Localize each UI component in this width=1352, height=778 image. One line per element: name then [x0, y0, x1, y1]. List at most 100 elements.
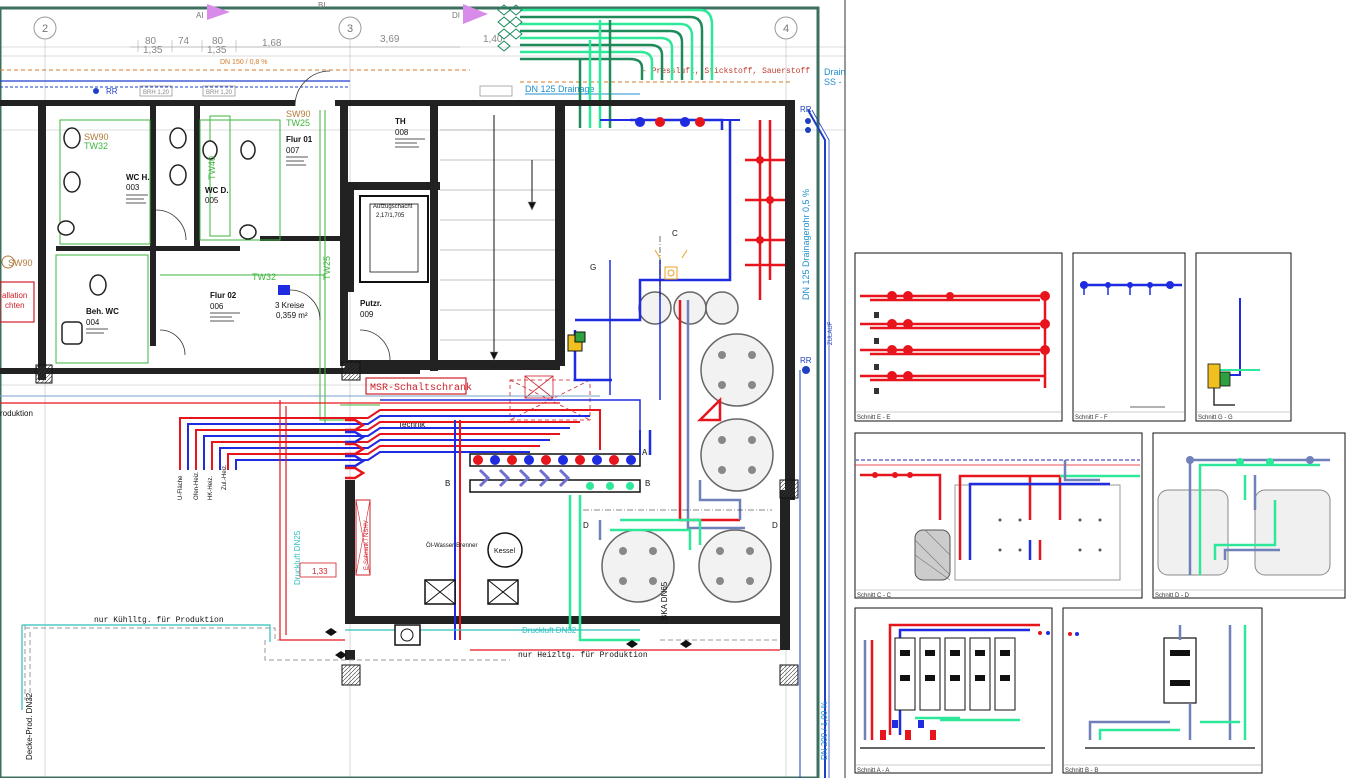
gases-label: - Pressluft, Stickstoff, Sauerstoff — [642, 67, 810, 76]
zulauf-label: ZULAUF — [828, 321, 834, 345]
room-wc-h-name: WC H. — [126, 173, 150, 182]
red-lines-bottom — [279, 400, 780, 651]
room-outlines — [55, 110, 345, 425]
dim-3: 74 — [178, 36, 190, 47]
manifold-icon — [278, 285, 290, 295]
room-th-name: TH — [395, 117, 406, 126]
section-d-left: D — [583, 521, 589, 530]
bottom-valves — [325, 628, 692, 659]
dim-2: 1,35 — [143, 45, 163, 56]
rr-right-1: RR — [800, 105, 812, 114]
section-a-title: Schnitt A - A — [857, 768, 889, 774]
pump-box — [394, 624, 421, 646]
room-putzr-name: Putzr. — [360, 299, 382, 308]
dn125-vertical-label: DN 125 Drainagerohr 0,5 % — [801, 189, 811, 300]
tw32-label-a: TW32 — [84, 141, 108, 151]
section-g-title: Schnitt G - G — [1198, 415, 1233, 421]
di-label: DI — [452, 11, 460, 20]
room-flur02-number: 006 — [210, 302, 224, 311]
sw90-label-a: SW90 — [84, 132, 109, 142]
tw25-label-b: TW25 — [322, 256, 332, 280]
rr-top-label: RR — [106, 87, 118, 96]
room-behwc-name: Beh. WC — [86, 307, 119, 316]
e-schrank-box — [355, 499, 371, 576]
msr-label: MSR-Schaltschrank — [370, 382, 472, 394]
section-panel-c: Schnitt C - C — [854, 432, 1143, 599]
elevator-dims: 2,17/1,705 — [376, 213, 405, 219]
section-c-title: Schnitt C - C — [857, 593, 892, 599]
light-icon — [664, 266, 678, 280]
top-pipe-diamonds — [497, 4, 523, 52]
pipe-network-right — [380, 118, 745, 642]
rr-right-2: RR — [800, 356, 812, 365]
ai-label: AI — [196, 11, 204, 20]
fire-labels: SW90 TW32 SW90 TW25 SW90 TW32 TW40 TW25 — [8, 109, 332, 282]
room-wc-d-number: 005 — [205, 196, 219, 205]
axis-label-2: 2 — [42, 23, 48, 35]
dn150-label: DN 150 / 0,8 % — [220, 59, 267, 66]
oel-brenner-label: Öl-Wasser-Brenner — [426, 542, 477, 549]
kessel-label: Kessel — [494, 548, 515, 555]
dim-5: 1,35 — [207, 45, 227, 56]
sanitary-fixtures — [57, 127, 257, 345]
drain-lines-right — [799, 109, 830, 778]
brh-boxes — [139, 85, 513, 97]
bka-label: BKA DN65 — [660, 581, 669, 620]
axis-label-3: 3 — [347, 23, 353, 35]
section-g-label: G — [590, 263, 596, 272]
walls — [0, 100, 795, 660]
section-b-right: B — [645, 479, 650, 488]
section-e-title: Schnitt E - E — [857, 415, 890, 421]
section-markers: A B B C D D G — [445, 229, 778, 530]
e-schrank-label: E-Schrank / NSHV — [364, 520, 370, 570]
section-b-title: Schnitt B - B — [1065, 768, 1098, 774]
section-triangle-left — [207, 4, 230, 20]
brh-label-2: BRH 1,20 — [206, 90, 233, 96]
section-panel-e: Schnitt E - E — [854, 252, 1063, 422]
elevator-title: Aufzugschacht — [373, 204, 413, 210]
druckluft-dn25-label: Druckluft DN25 — [293, 530, 302, 585]
dimension-texts: 80 1,35 74 80 1,35 1,68 3,69 1,40 — [143, 34, 503, 56]
section-c-label: C — [672, 229, 678, 238]
svg-text:HK-Heiz.: HK-Heiz. — [208, 476, 214, 500]
decke-prod-label: Decke-Prod. DN32 — [25, 692, 34, 760]
room-labels: WC H. 003 WC D. 005 Flur 01 007 TH 008 F… — [86, 117, 409, 327]
boiler-circle — [487, 532, 523, 568]
cyan-lines — [21, 624, 640, 710]
section-triangle-right — [463, 4, 488, 24]
tw25-label-a: TW25 — [286, 118, 310, 128]
storage-tanks — [601, 291, 774, 603]
druckluft-dn32-label: Druckluft DN32 — [522, 626, 577, 635]
room-wc-d-name: WC D. — [205, 186, 229, 195]
bi-label: BI — [318, 1, 326, 10]
elevator-shaft: Aufzugschacht 2,17/1,705 — [359, 195, 429, 283]
dn200-label: DN 200 / 1,00 % — [820, 701, 829, 760]
top-valves — [635, 117, 705, 127]
drain-label: Drain — [824, 67, 846, 77]
tank-details — [619, 351, 756, 585]
installation-text-2: chten — [5, 301, 25, 310]
technik-label: Technik — [398, 420, 426, 429]
dn125-top-label: DN 125 Drainage — [525, 84, 595, 94]
equipment-zone — [509, 375, 591, 421]
kreise-area: 0,359 m² — [276, 311, 308, 320]
section-panel-a: Schnitt A - A — [854, 607, 1053, 774]
fittings-red-vertical — [745, 120, 785, 300]
axis-label-4: 4 — [783, 23, 789, 35]
drawing-frame — [0, 6, 820, 778]
tw32-label-b: TW32 — [252, 272, 276, 282]
room-th-number: 008 — [395, 128, 409, 137]
svg-text:U-Fläche: U-Fläche — [178, 475, 184, 500]
kreise-count: 3 Kreise — [275, 301, 305, 310]
dim-8: 1,40 — [483, 34, 503, 45]
installation-text-1: allation — [2, 291, 27, 300]
installation-box — [0, 281, 35, 323]
door-arcs — [155, 70, 391, 361]
room-flur01-number: 007 — [286, 146, 300, 155]
section-a-label: A — [642, 448, 648, 457]
room-wc-h-number: 003 — [126, 183, 140, 192]
section-panel-g: Schnitt G - G — [1195, 252, 1292, 422]
dim-7: 3,69 — [380, 34, 400, 45]
dim-1: 80 — [145, 36, 157, 47]
room-behwc-number: 004 — [86, 318, 100, 327]
